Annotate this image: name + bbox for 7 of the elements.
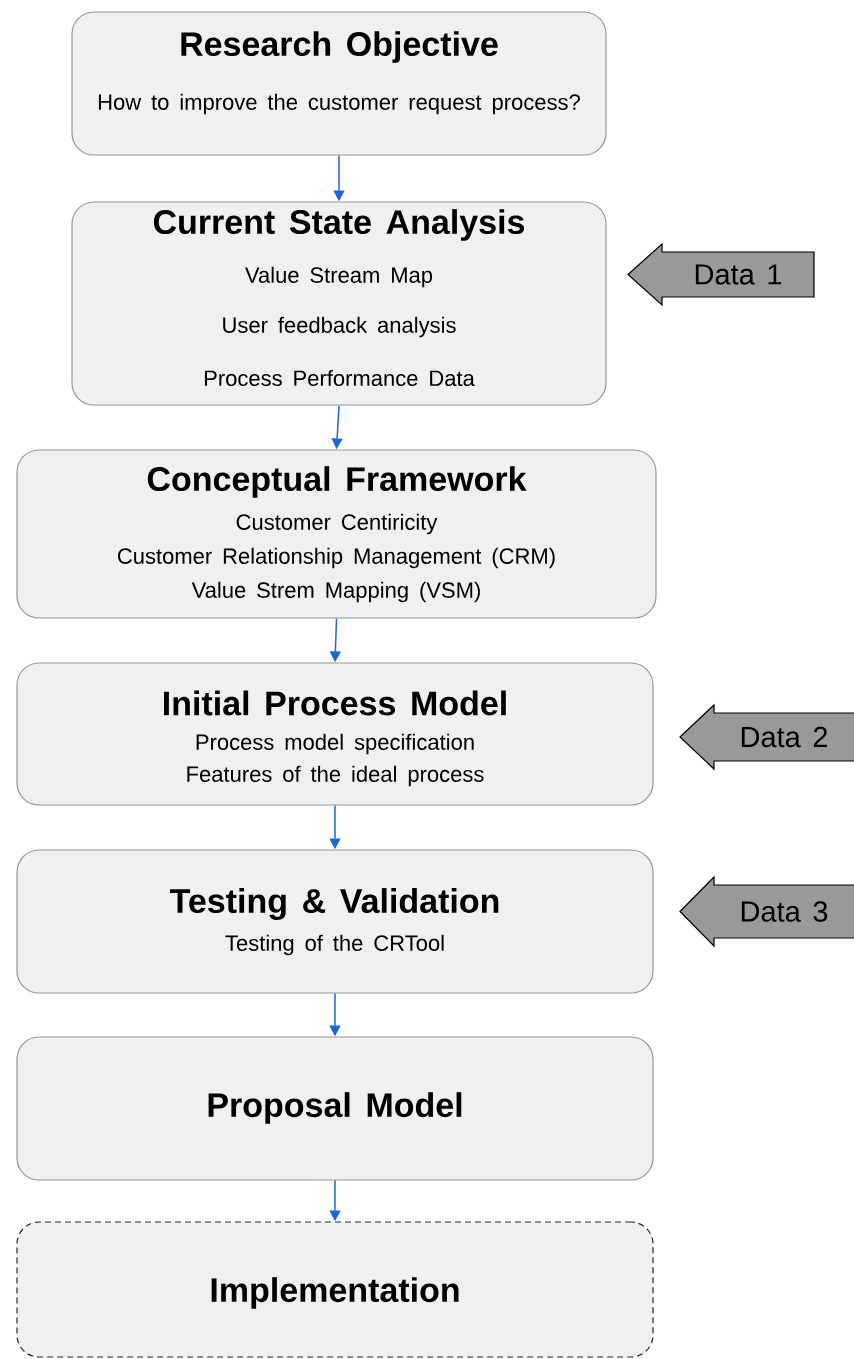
process-box: Proposal Model [16, 1036, 654, 1181]
process-box: Conceptual Framework Customer Centiricity Customer Relationship Management (CRM) Value Strem Mapping (VSM) [16, 449, 657, 619]
process-box: Current State Analysis Value Stream Map User feedback analysis Process Performance Data [71, 201, 607, 406]
process-box: Initial Process Model Process model specification Features of the ideal process [16, 662, 654, 806]
process-box: Testing & Validation Testing of the CRTool [16, 849, 654, 994]
process-box: Research Objective How to improve the customer request process? [71, 11, 607, 156]
process-box: Implementation [16, 1221, 654, 1358]
